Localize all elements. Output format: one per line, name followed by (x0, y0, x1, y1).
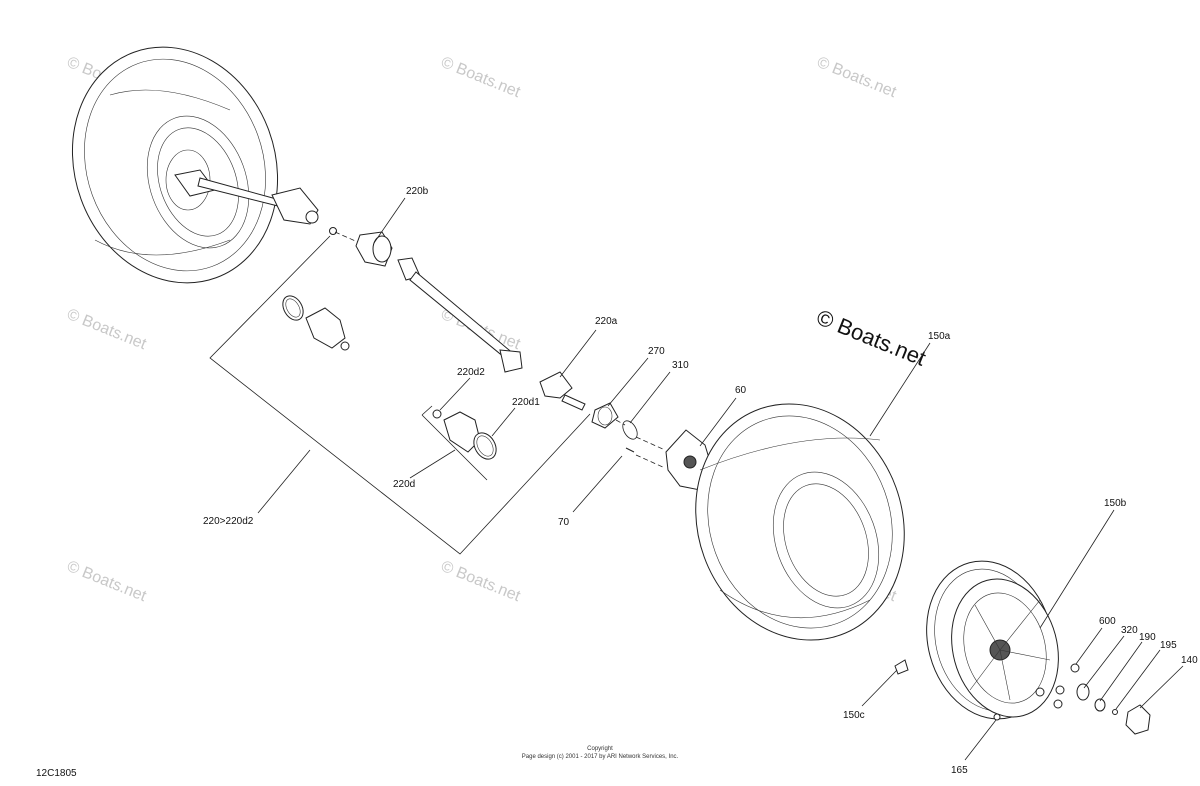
boot-kit-upper (282, 295, 350, 351)
bracket-lines (209, 235, 591, 555)
callout-220-220d2: 220>220d2 (203, 516, 254, 527)
watermark-main: © Boats.net (813, 304, 929, 370)
left-wheel-assembly (71, 46, 279, 284)
callout-150c: 150c (843, 710, 865, 721)
callout-195: 195 (1160, 640, 1177, 651)
callout-140: 140 (1181, 655, 1198, 666)
callout-220a: 220a (595, 316, 618, 327)
watermark-4: © Boats.net (65, 306, 150, 353)
callout-220d: 220d (393, 479, 415, 490)
callout-190: 190 (1139, 632, 1156, 643)
rim (926, 560, 1059, 720)
copyright-line-1: Copyright (587, 746, 613, 752)
copyright-line-2: Page design (c) 2001 - 2017 by ARI Netwo… (521, 754, 679, 760)
callout-labels: 220b 220a 270 310 220d2 220d1 220d 60 70… (203, 186, 1198, 776)
callout-150a: 150a (928, 331, 951, 342)
hub-parts (591, 402, 713, 491)
drive-shaft-220b (174, 169, 393, 267)
callout-310: 310 (672, 360, 689, 371)
callout-165: 165 (951, 765, 968, 776)
diagram-code: 12C1805 (36, 768, 77, 779)
wheel-hardware (894, 659, 1151, 735)
callout-150b: 150b (1104, 498, 1127, 509)
drive-shaft-220a (397, 257, 586, 411)
watermark-6: © Boats.net (65, 558, 150, 605)
watermark-7: © Boats.net (439, 558, 524, 605)
callout-70: 70 (558, 517, 570, 528)
copyright-notice: Copyright Page design (c) 2001 - 2017 by… (520, 745, 680, 761)
watermark-2: © Boats.net (439, 54, 524, 101)
callout-320: 320 (1121, 625, 1138, 636)
callout-270: 270 (648, 346, 665, 357)
main-tire (695, 403, 905, 641)
callout-60: 60 (735, 385, 747, 396)
leader-lines (257, 197, 1184, 761)
callout-220d1: 220d1 (512, 397, 540, 408)
boot-kit-lower (432, 409, 497, 460)
callout-600: 600 (1099, 616, 1116, 627)
callout-220d2: 220d2 (457, 367, 485, 378)
watermark-3: © Boats.net (815, 54, 900, 101)
callout-220b: 220b (406, 186, 429, 197)
